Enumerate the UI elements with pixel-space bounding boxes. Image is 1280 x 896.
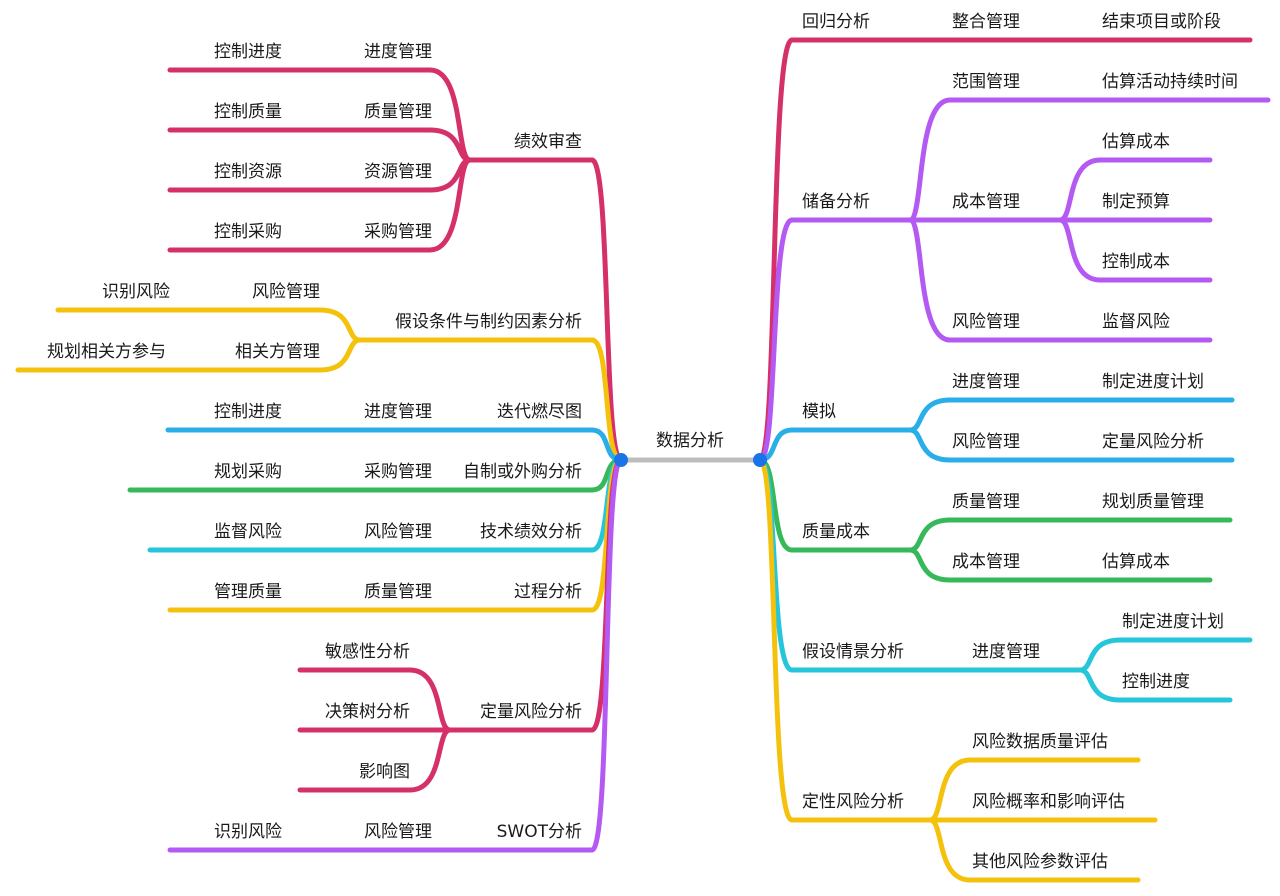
r-sim-label[interactable]: 模拟 bbox=[802, 402, 836, 422]
r-reserve-child-0-line bbox=[907, 97, 1063, 223]
r-coq-label[interactable]: 质量成本 bbox=[802, 522, 870, 542]
l-assume-child-1-line bbox=[15, 337, 363, 373]
r-reserve-leaf-2-0-label[interactable]: 监督风险 bbox=[1102, 312, 1170, 332]
l-swot-label[interactable]: SWOT分析 bbox=[497, 822, 582, 842]
r-qual-child-0-line bbox=[927, 757, 1141, 823]
l-tech-label[interactable]: 技术绩效分析 bbox=[480, 522, 582, 542]
r-reserve-child-1-label[interactable]: 成本管理 bbox=[952, 192, 1020, 212]
l-assume-leaf-1-label[interactable]: 规划相关方参与 bbox=[47, 342, 166, 362]
r-coq-child-0-label[interactable]: 质量管理 bbox=[952, 492, 1020, 512]
r-reserve-leaf-1-1-label[interactable]: 制定预算 bbox=[1102, 192, 1170, 212]
l-assume-child-1-label[interactable]: 相关方管理 bbox=[235, 342, 320, 362]
l-perf-child-1-line bbox=[167, 127, 473, 163]
right-hub-node[interactable] bbox=[753, 453, 767, 467]
r-reserve-leaf-0-0-label[interactable]: 估算活动持续时间 bbox=[1102, 72, 1238, 92]
r-sim-leaf-0-0-label[interactable]: 制定进度计划 bbox=[1102, 372, 1204, 392]
l-proc-child-label[interactable]: 质量管理 bbox=[364, 582, 432, 602]
l-perf-leaf-2-label[interactable]: 控制资源 bbox=[214, 162, 282, 182]
r-qual-child-1-label[interactable]: 风险概率和影响评估 bbox=[972, 792, 1125, 812]
l-burn-child-label[interactable]: 进度管理 bbox=[364, 402, 432, 422]
l-perf-leaf-1-label[interactable]: 控制质量 bbox=[214, 102, 282, 122]
l-burn-label[interactable]: 迭代燃尽图 bbox=[497, 402, 582, 422]
r-qual-child-2-line bbox=[927, 817, 1141, 883]
left-hub-node[interactable] bbox=[614, 453, 628, 467]
r-sim-child-1-line bbox=[907, 427, 1063, 463]
l-assume-stem bbox=[589, 337, 624, 463]
l-perf-leaf-3-label[interactable]: 控制采购 bbox=[214, 222, 282, 242]
l-proc-leaf-label[interactable]: 管理质量 bbox=[214, 582, 282, 602]
r-sim-child-0-line bbox=[907, 397, 1063, 433]
r-coq-child-1-label[interactable]: 成本管理 bbox=[952, 552, 1020, 572]
center-topic[interactable]: 数据分析 bbox=[656, 431, 724, 451]
r-sim-child-1-label[interactable]: 风险管理 bbox=[952, 432, 1020, 452]
r-coq-child-1-line bbox=[907, 547, 1063, 583]
r-reserve-child-0-label[interactable]: 范围管理 bbox=[952, 72, 1020, 92]
r-sim-leaf-1-0-label[interactable]: 定量风险分析 bbox=[1102, 432, 1204, 452]
l-perf-leaf-0-label[interactable]: 控制进度 bbox=[214, 42, 282, 62]
l-make-leaf-label[interactable]: 规划采购 bbox=[214, 462, 282, 482]
l-quant-child-0-line bbox=[297, 667, 453, 733]
l-proc-label[interactable]: 过程分析 bbox=[514, 582, 582, 602]
r-reserve-leaf-1-0-label[interactable]: 估算成本 bbox=[1102, 132, 1170, 152]
r-reserve-label[interactable]: 储备分析 bbox=[802, 192, 870, 212]
r-reserve-child-2-line bbox=[907, 217, 1063, 343]
l-tech-child-label[interactable]: 风险管理 bbox=[364, 522, 432, 542]
r-regress-child-0-label[interactable]: 整合管理 bbox=[952, 12, 1020, 32]
l-assume-label[interactable]: 假设条件与制约因素分析 bbox=[395, 312, 582, 332]
l-burn-leaf-label[interactable]: 控制进度 bbox=[214, 402, 282, 422]
r-whatif-leaf-0-0-line bbox=[1077, 637, 1253, 673]
r-regress-label[interactable]: 回归分析 bbox=[802, 12, 870, 32]
r-reserve-leaf-1-2-line bbox=[1057, 217, 1213, 283]
l-quant-child-0-label[interactable]: 敏感性分析 bbox=[325, 642, 410, 662]
r-reserve-leaf-1-0-line bbox=[1057, 157, 1213, 223]
l-quant-label[interactable]: 定量风险分析 bbox=[480, 702, 582, 722]
r-whatif-leaf-0-1-label[interactable]: 控制进度 bbox=[1122, 672, 1190, 692]
r-qual-label[interactable]: 定性风险分析 bbox=[802, 792, 904, 812]
r-sim-child-0-label[interactable]: 进度管理 bbox=[952, 372, 1020, 392]
r-whatif-leaf-0-1-line bbox=[1077, 667, 1233, 703]
l-make-label[interactable]: 自制或外购分析 bbox=[463, 462, 582, 482]
r-qual-child-0-label[interactable]: 风险数据质量评估 bbox=[972, 732, 1108, 752]
r-whatif-leaf-0-0-label[interactable]: 制定进度计划 bbox=[1122, 612, 1224, 632]
l-quant-child-2-label[interactable]: 影响图 bbox=[359, 762, 410, 782]
l-perf-child-3-line bbox=[167, 157, 473, 253]
l-perf-child-1-label[interactable]: 质量管理 bbox=[364, 102, 432, 122]
r-reserve-stem bbox=[757, 217, 795, 463]
l-assume-leaf-0-label[interactable]: 识别风险 bbox=[102, 282, 170, 302]
r-whatif-child-0-label[interactable]: 进度管理 bbox=[972, 642, 1040, 662]
l-perf-stem bbox=[589, 157, 624, 463]
r-coq-child-0-line bbox=[907, 517, 1063, 553]
l-perf-child-0-label[interactable]: 进度管理 bbox=[364, 42, 432, 62]
r-regress-stem bbox=[757, 37, 795, 463]
l-perf-label[interactable]: 绩效审查 bbox=[514, 132, 582, 152]
r-coq-leaf-1-0-label[interactable]: 估算成本 bbox=[1102, 552, 1170, 572]
l-quant-child-2-line bbox=[297, 727, 453, 793]
l-swot-leaf-label[interactable]: 识别风险 bbox=[214, 822, 282, 842]
l-assume-child-0-label[interactable]: 风险管理 bbox=[252, 282, 320, 302]
r-reserve-child-2-label[interactable]: 风险管理 bbox=[952, 312, 1020, 332]
l-perf-child-2-label[interactable]: 资源管理 bbox=[364, 162, 432, 182]
r-whatif-label[interactable]: 假设情景分析 bbox=[802, 642, 904, 662]
l-swot-child-label[interactable]: 风险管理 bbox=[364, 822, 432, 842]
l-perf-child-3-label[interactable]: 采购管理 bbox=[364, 222, 432, 242]
l-quant-child-1-label[interactable]: 决策树分析 bbox=[325, 702, 410, 722]
l-assume-child-0-line bbox=[55, 307, 363, 343]
r-qual-stem bbox=[757, 457, 795, 823]
l-swot-stem bbox=[589, 457, 624, 853]
l-make-child-label[interactable]: 采购管理 bbox=[364, 462, 432, 482]
r-reserve-leaf-1-2-label[interactable]: 控制成本 bbox=[1102, 252, 1170, 272]
r-qual-child-2-label[interactable]: 其他风险参数评估 bbox=[972, 852, 1108, 872]
r-regress-leaf-0-0-label[interactable]: 结束项目或阶段 bbox=[1102, 12, 1221, 32]
l-tech-leaf-label[interactable]: 监督风险 bbox=[214, 522, 282, 542]
r-coq-leaf-0-0-label[interactable]: 规划质量管理 bbox=[1102, 492, 1204, 512]
